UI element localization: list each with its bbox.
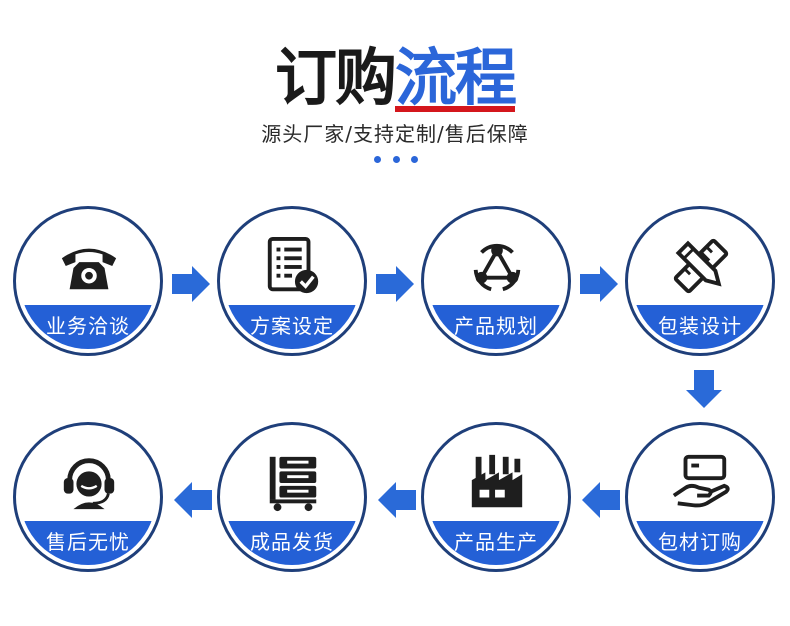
step-production: 产品生产	[421, 422, 571, 572]
step-after-sales: 售后无忧	[13, 422, 163, 572]
title-plain: 订购	[274, 41, 397, 114]
arrow-right-icon	[172, 266, 210, 302]
step-label: 方案设定	[250, 314, 334, 338]
step-label: 包装设计	[658, 314, 742, 338]
ruler-pencil-icon	[673, 238, 729, 294]
arrow-left-icon	[174, 482, 212, 518]
factory-icon	[471, 454, 523, 508]
arrow-left-icon	[378, 482, 416, 518]
headset-support-icon	[63, 458, 115, 510]
document-check-icon	[267, 236, 319, 294]
arrow-left-icon	[582, 482, 620, 518]
page-subtitle: 源头厂家/支持定制/售后保障	[261, 122, 529, 146]
step-plan-setting: 方案设定	[217, 206, 367, 356]
step-label: 业务洽谈	[46, 314, 130, 338]
hand-card-icon	[672, 454, 730, 508]
step-material-ordering: 包材订购	[625, 422, 775, 572]
step-label: 产品生产	[454, 530, 538, 554]
step-label: 产品规划	[454, 314, 538, 338]
network-nodes-icon	[473, 243, 521, 292]
step-product-shipping: 成品发货	[217, 422, 367, 572]
step-business-negotiation: 业务洽谈	[13, 206, 163, 356]
step-packaging-design: 包装设计	[625, 206, 775, 356]
arrow-down-icon	[686, 370, 722, 408]
arrow-right-icon	[580, 266, 618, 302]
step-label: 包材订购	[658, 530, 742, 554]
step-label: 成品发货	[250, 530, 334, 554]
cart-shelf-icon	[269, 456, 317, 512]
step-product-planning: 产品规划	[421, 206, 571, 356]
step-label: 售后无忧	[46, 530, 130, 554]
decorative-dots	[374, 156, 418, 166]
telephone-icon	[61, 248, 117, 290]
arrow-right-icon	[376, 266, 414, 302]
title-accent: 流程	[395, 38, 517, 118]
page-title: 订购流程	[0, 38, 790, 118]
